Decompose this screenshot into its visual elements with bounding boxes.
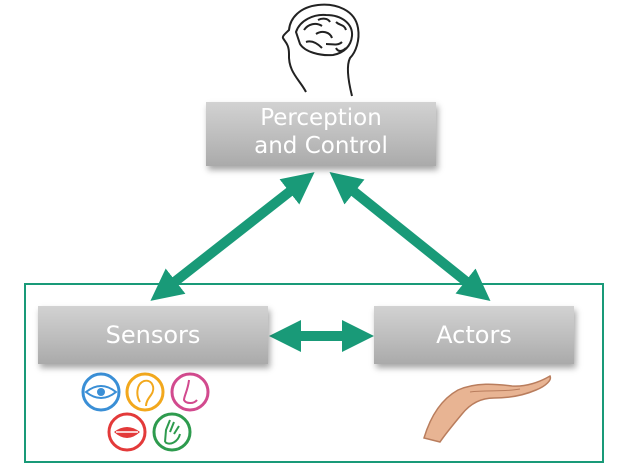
nose-icon (170, 372, 210, 412)
ear-icon (125, 372, 165, 412)
brain-head-icon (281, 3, 360, 97)
perception-label-line1: Perception (260, 105, 382, 131)
perception-label-line2: and Control (254, 133, 388, 159)
arrow-perception-sensors (150, 172, 315, 301)
perception-control-box: Perception and Control (206, 102, 436, 166)
actors-label: Actors (436, 321, 512, 349)
actors-box: Actors (374, 306, 574, 364)
open-hand-icon (423, 374, 552, 443)
sensors-box: Sensors (38, 306, 268, 364)
eye-icon (81, 372, 121, 412)
sensors-label: Sensors (105, 321, 201, 349)
mouth-icon (107, 412, 147, 452)
touch-hand-icon (152, 412, 192, 452)
arrow-perception-actors (329, 171, 491, 302)
